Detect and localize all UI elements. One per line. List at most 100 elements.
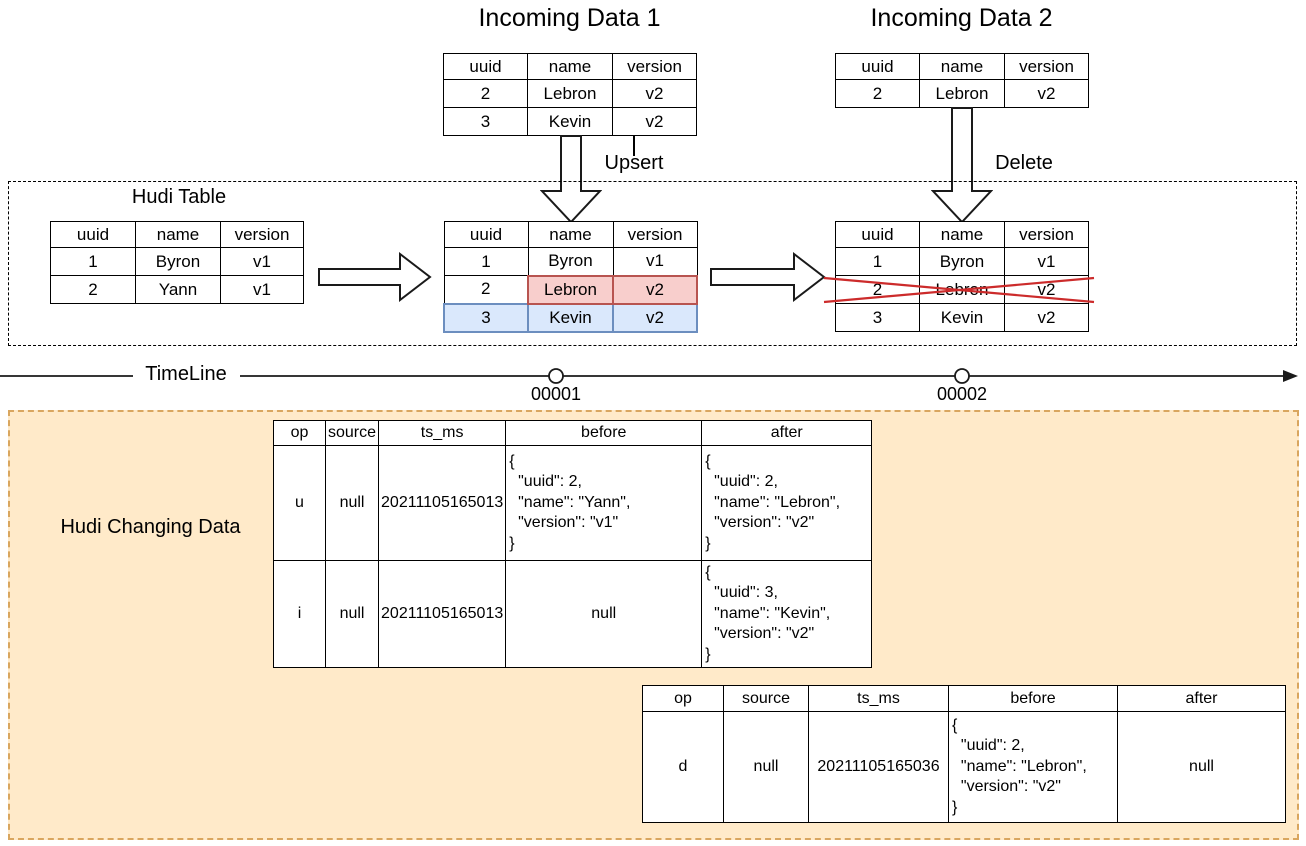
cell: Yann bbox=[135, 275, 221, 304]
cell: v2 bbox=[1004, 303, 1089, 332]
header-row: uuid name version bbox=[835, 53, 1089, 80]
column-header: uuid bbox=[443, 221, 529, 248]
hudi-table-label: Hudi Table bbox=[131, 186, 227, 208]
column-header: name bbox=[135, 221, 221, 248]
source-cell: null bbox=[324, 445, 380, 561]
column-header: before bbox=[948, 685, 1118, 712]
incoming-data-1-table: uuid name version 2 Lebron v2 3 Kevin v2 bbox=[443, 53, 697, 136]
commit-timestamp-2: 00002 bbox=[936, 384, 988, 404]
column-header: version bbox=[220, 221, 304, 248]
incoming-data-2-table: uuid name version 2 Lebron v2 bbox=[835, 53, 1089, 108]
updated-cell: v2 bbox=[612, 274, 698, 305]
cell: 2 bbox=[835, 79, 920, 108]
before-cell: null bbox=[505, 559, 703, 669]
column-header: version bbox=[1004, 53, 1089, 80]
cell: Lebron bbox=[919, 79, 1005, 108]
delete-arrow-icon bbox=[931, 107, 993, 224]
column-header: ts_ms bbox=[378, 420, 507, 446]
cell: 1 bbox=[835, 247, 920, 276]
cell: Kevin bbox=[919, 303, 1005, 332]
header-row: op source ts_ms before after bbox=[642, 685, 1286, 712]
column-header: after bbox=[701, 420, 873, 446]
column-header: uuid bbox=[835, 221, 920, 248]
cell: v1 bbox=[220, 247, 304, 276]
cell: Byron bbox=[135, 247, 221, 276]
hudi-table-container bbox=[8, 181, 1297, 346]
cdc-table-commit-1: op source ts_ms before after u null 2021… bbox=[273, 420, 873, 669]
op-cell: u bbox=[273, 445, 326, 561]
after-json-cell: { "uuid": 3, "name": "Kevin", "version":… bbox=[701, 559, 873, 669]
timeline-axis bbox=[0, 368, 1298, 384]
inserted-row: 3 Kevin v2 bbox=[443, 302, 698, 333]
table-row: 1 Byron v1 bbox=[835, 247, 1089, 276]
hudi-upserted-table: uuid name version 1 Byron v1 2 Lebron v2… bbox=[443, 221, 698, 333]
column-header: uuid bbox=[50, 221, 136, 248]
cell: 3 bbox=[443, 107, 528, 136]
column-header: op bbox=[273, 420, 326, 446]
transition-arrow-2-icon bbox=[710, 252, 826, 302]
header-row: uuid name version bbox=[50, 221, 304, 248]
cell: 2 bbox=[443, 79, 528, 108]
timeline-label: TimeLine bbox=[145, 363, 227, 385]
cell: Kevin bbox=[527, 107, 613, 136]
deleted-row-cross-icon bbox=[823, 276, 1095, 304]
cell: Lebron bbox=[919, 275, 1005, 304]
column-header: uuid bbox=[443, 53, 528, 80]
table-row: 1 Byron v1 bbox=[443, 247, 698, 276]
cell: v1 bbox=[220, 275, 304, 304]
before-json-cell: { "uuid": 2, "name": "Lebron", "version"… bbox=[948, 711, 1118, 823]
table-row: 2 Lebron v2 bbox=[443, 79, 697, 108]
header-row: op source ts_ms before after bbox=[273, 420, 873, 446]
inserted-cell: v2 bbox=[612, 302, 698, 333]
column-header: name bbox=[527, 53, 613, 80]
table-row: 3 Kevin v2 bbox=[835, 303, 1089, 332]
cell: Byron bbox=[919, 247, 1005, 276]
ts-cell: 20211105165013 bbox=[378, 445, 507, 561]
cell: 1 bbox=[50, 247, 136, 276]
upsert-arrow-icon bbox=[540, 135, 602, 224]
cell: Lebron bbox=[527, 79, 613, 108]
cell: v2 bbox=[612, 79, 697, 108]
cdc-update-row: u null 20211105165013 { "uuid": 2, "name… bbox=[273, 445, 873, 561]
cdc-delete-row: d null 20211105165036 { "uuid": 2, "name… bbox=[642, 711, 1286, 823]
cell: v2 bbox=[612, 107, 697, 136]
delete-label: Delete bbox=[995, 152, 1053, 174]
updated-row: 2 Lebron v2 bbox=[443, 274, 698, 305]
cdc-table-commit-2: op source ts_ms before after d null 2021… bbox=[642, 685, 1286, 823]
op-cell: i bbox=[273, 559, 326, 669]
cell: Byron bbox=[527, 247, 614, 276]
inserted-cell: 3 bbox=[443, 302, 529, 333]
upsert-label: Upsert bbox=[604, 152, 664, 174]
cell: 2 bbox=[443, 275, 529, 304]
table-row: 3 Kevin v2 bbox=[443, 107, 697, 136]
commit-marker-2 bbox=[954, 368, 970, 384]
column-header: name bbox=[919, 221, 1005, 248]
table-row: 2 Lebron v2 bbox=[835, 79, 1089, 108]
updated-cell: Lebron bbox=[527, 274, 614, 305]
cell: 2 bbox=[50, 275, 136, 304]
header-row: uuid name version bbox=[835, 221, 1089, 248]
column-header: name bbox=[527, 221, 614, 248]
inserted-cell: Kevin bbox=[527, 302, 614, 333]
cell: 1 bbox=[443, 247, 529, 276]
column-header: name bbox=[919, 53, 1005, 80]
before-json-cell: { "uuid": 2, "name": "Yann", "version": … bbox=[505, 445, 703, 561]
incoming-data-1-title: Incoming Data 1 bbox=[478, 4, 661, 32]
table-row: 2 Yann v1 bbox=[50, 275, 304, 304]
transition-arrow-1-icon bbox=[318, 252, 432, 302]
column-header: ts_ms bbox=[808, 685, 949, 712]
cell: v2 bbox=[1004, 79, 1089, 108]
cell: 2 bbox=[835, 275, 920, 304]
source-cell: null bbox=[723, 711, 809, 823]
source-cell: null bbox=[324, 559, 380, 669]
ts-cell: 20211105165036 bbox=[808, 711, 949, 823]
header-row: uuid name version bbox=[443, 221, 698, 248]
table-row: 1 Byron v1 bbox=[50, 247, 304, 276]
after-json-cell: { "uuid": 2, "name": "Lebron", "version"… bbox=[701, 445, 873, 561]
op-cell: d bbox=[642, 711, 724, 823]
commit-timestamp-1: 00001 bbox=[530, 384, 582, 404]
after-cell: null bbox=[1117, 711, 1286, 823]
ts-cell: 20211105165013 bbox=[378, 559, 507, 669]
header-row: uuid name version bbox=[443, 53, 697, 80]
